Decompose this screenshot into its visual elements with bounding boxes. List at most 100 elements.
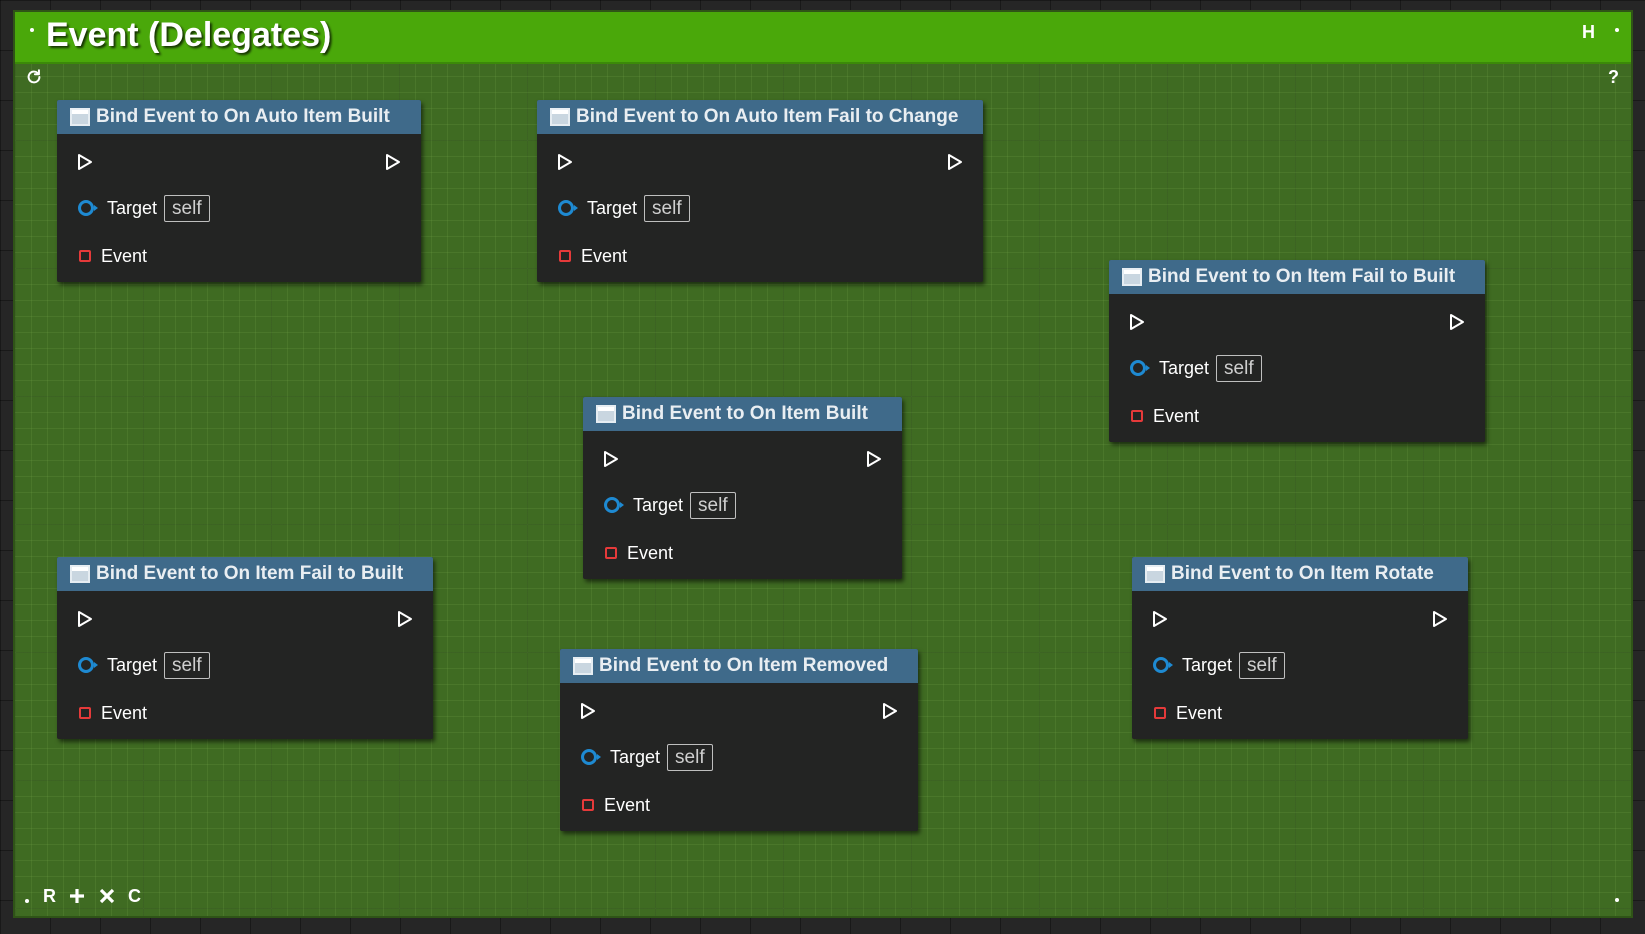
function-icon: [550, 108, 570, 126]
comment-title[interactable]: Event (Delegates): [46, 16, 332, 54]
event-pin-row[interactable]: Event: [1152, 703, 1222, 723]
refresh-icon[interactable]: [25, 68, 43, 86]
exec-in-pin-icon[interactable]: [77, 610, 93, 628]
bind-event-node[interactable]: Bind Event to On Auto Item Fail to Chang…: [537, 100, 983, 282]
header-toggle-button[interactable]: H: [1582, 22, 1595, 42]
delegate-pin-icon[interactable]: [559, 250, 571, 262]
delegate-pin-icon[interactable]: [1154, 707, 1166, 719]
bind-event-node[interactable]: Bind Event to On Item Fail to Built Targ…: [1109, 260, 1485, 442]
node-title: Bind Event to On Item Fail to Built: [1148, 266, 1456, 287]
node-header[interactable]: Bind Event to On Auto Item Built: [57, 100, 421, 134]
exec-in-pin-icon[interactable]: [1129, 313, 1145, 331]
collapse-button[interactable]: C: [128, 886, 141, 906]
target-self-field[interactable]: self: [1239, 651, 1285, 679]
event-pin-row[interactable]: Event: [77, 246, 147, 266]
resize-handle-dot[interactable]: [1615, 898, 1619, 902]
target-self-field[interactable]: self: [644, 194, 690, 222]
exec-out-pin-icon[interactable]: [947, 153, 963, 171]
event-label: Event: [627, 542, 674, 563]
target-label: Target: [107, 197, 158, 218]
exec-out-pin-icon[interactable]: [866, 450, 882, 468]
target-pin-row[interactable]: Target self: [1129, 353, 1262, 383]
node-header[interactable]: Bind Event to On Auto Item Fail to Chang…: [537, 100, 983, 134]
exec-in-pin-icon[interactable]: [557, 153, 573, 171]
exec-out-pin-icon[interactable]: [1432, 610, 1448, 628]
target-self-field[interactable]: self: [164, 194, 210, 222]
comment-header[interactable]: Event (Delegates) H: [15, 12, 1631, 64]
delegate-pin-icon[interactable]: [605, 547, 617, 559]
object-pin-icon[interactable]: [603, 496, 625, 514]
function-icon: [573, 657, 593, 675]
node-header[interactable]: Bind Event to On Item Fail to Built: [1109, 260, 1485, 294]
object-pin-icon[interactable]: [1152, 656, 1174, 674]
target-label: Target: [1159, 357, 1210, 378]
comment-box[interactable]: Event (Delegates) H ? Bind Event to On A…: [13, 10, 1633, 918]
target-label: Target: [107, 654, 158, 675]
target-self-field[interactable]: self: [690, 491, 736, 519]
event-label: Event: [101, 702, 148, 723]
reset-button[interactable]: R: [43, 886, 56, 906]
exec-in-pin-icon[interactable]: [580, 702, 596, 720]
target-self-field[interactable]: self: [667, 743, 713, 771]
close-icon[interactable]: [98, 887, 116, 905]
target-pin-row[interactable]: Target self: [77, 650, 210, 680]
bind-event-node[interactable]: Bind Event to On Item Rotate Target self…: [1132, 557, 1468, 739]
target-label: Target: [1182, 654, 1233, 675]
target-label: Target: [610, 746, 661, 767]
node-title: Bind Event to On Item Rotate: [1171, 563, 1434, 584]
object-pin-icon[interactable]: [557, 199, 579, 217]
exec-out-pin-icon[interactable]: [397, 610, 413, 628]
target-pin-row[interactable]: Target self: [77, 193, 210, 223]
node-header[interactable]: Bind Event to On Item Built: [583, 397, 902, 431]
event-pin-row[interactable]: Event: [1129, 406, 1199, 426]
function-icon: [596, 405, 616, 423]
target-label: Target: [587, 197, 638, 218]
exec-in-pin-icon[interactable]: [1152, 610, 1168, 628]
node-header[interactable]: Bind Event to On Item Fail to Built: [57, 557, 433, 591]
target-pin-row[interactable]: Target self: [580, 742, 713, 772]
event-pin-row[interactable]: Event: [580, 795, 650, 815]
resize-handle-dot[interactable]: [30, 28, 34, 32]
delegate-pin-icon[interactable]: [582, 799, 594, 811]
exec-out-pin-icon[interactable]: [882, 702, 898, 720]
node-header[interactable]: Bind Event to On Item Rotate: [1132, 557, 1468, 591]
target-self-field[interactable]: self: [164, 651, 210, 679]
target-pin-row[interactable]: Target self: [557, 193, 690, 223]
bind-event-node[interactable]: Bind Event to On Item Removed Target sel…: [560, 649, 918, 831]
bind-event-node[interactable]: Bind Event to On Item Built Target self …: [583, 397, 902, 579]
delegate-pin-icon[interactable]: [79, 707, 91, 719]
function-icon: [70, 565, 90, 583]
object-pin-icon[interactable]: [1129, 359, 1151, 377]
function-icon: [70, 108, 90, 126]
event-pin-row[interactable]: Event: [557, 246, 627, 266]
plus-icon[interactable]: [68, 887, 86, 905]
node-title: Bind Event to On Item Built: [622, 403, 868, 424]
function-icon: [1122, 268, 1142, 286]
bind-event-node[interactable]: Bind Event to On Auto Item Built Target …: [57, 100, 421, 282]
exec-in-pin-icon[interactable]: [77, 153, 93, 171]
event-label: Event: [581, 245, 628, 266]
object-pin-icon[interactable]: [77, 199, 99, 217]
target-pin-row[interactable]: Target self: [1152, 650, 1285, 680]
comment-footer-toolbar: R C: [25, 884, 141, 908]
object-pin-icon[interactable]: [580, 748, 602, 766]
exec-out-pin-icon[interactable]: [385, 153, 401, 171]
delegate-pin-icon[interactable]: [1131, 410, 1143, 422]
bind-event-node[interactable]: Bind Event to On Item Fail to Built Targ…: [57, 557, 433, 739]
resize-handle-dot[interactable]: [25, 899, 29, 903]
event-pin-row[interactable]: Event: [603, 543, 673, 563]
target-self-field[interactable]: self: [1216, 354, 1262, 382]
object-pin-icon[interactable]: [77, 656, 99, 674]
target-pin-row[interactable]: Target self: [603, 490, 736, 520]
exec-in-pin-icon[interactable]: [603, 450, 619, 468]
help-icon[interactable]: ?: [1608, 67, 1619, 87]
target-label: Target: [633, 494, 684, 515]
event-label: Event: [101, 245, 148, 266]
resize-handle-dot[interactable]: [1615, 28, 1619, 32]
node-header[interactable]: Bind Event to On Item Removed: [560, 649, 918, 683]
exec-out-pin-icon[interactable]: [1449, 313, 1465, 331]
event-pin-row[interactable]: Event: [77, 703, 147, 723]
delegate-pin-icon[interactable]: [79, 250, 91, 262]
event-label: Event: [604, 794, 651, 815]
node-title: Bind Event to On Item Removed: [599, 655, 889, 676]
